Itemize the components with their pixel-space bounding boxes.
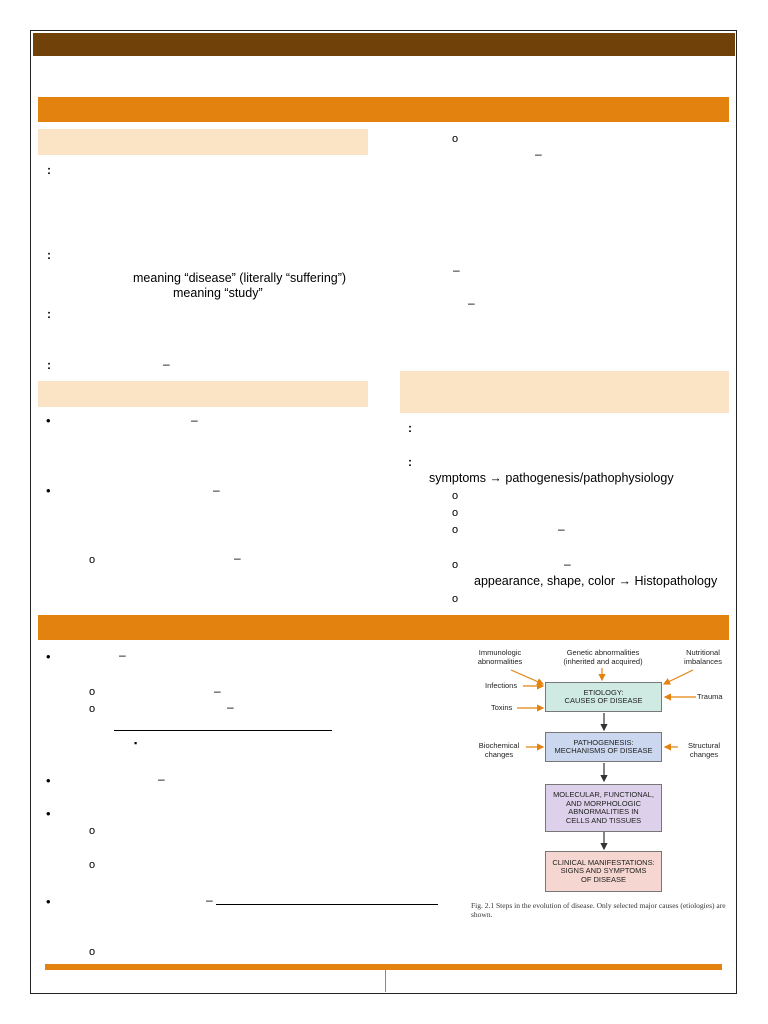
label-biochemical: Biochemical changes <box>478 741 520 759</box>
colon-marker: : <box>408 421 412 435</box>
ring-bullet-icon: o <box>452 507 459 519</box>
molecular-abnormalities-box: MOLECULAR, FUNCTIONAL, AND MORPHOLOGIC A… <box>545 784 662 832</box>
dash-mark: – <box>163 357 170 371</box>
molecular-box-text: MOLECULAR, FUNCTIONAL, AND MORPHOLOGIC A… <box>553 790 654 825</box>
colon-marker: : <box>47 163 51 177</box>
section-1-header-bar <box>38 97 729 122</box>
label-trauma: Trauma <box>697 692 723 701</box>
symptoms-pathogenesis-text: symptoms → pathogenesis/pathophysiology <box>429 471 674 485</box>
bullet-icon: • <box>46 894 51 909</box>
label-immunologic: Immunologic abnormalities <box>477 648 523 666</box>
colon-marker: : <box>47 248 51 262</box>
dash-mark: – <box>191 413 198 427</box>
dash-mark: – <box>213 483 220 497</box>
bullet-icon: • <box>46 413 51 428</box>
bullet-icon: • <box>46 773 51 788</box>
dash-mark: – <box>234 551 241 565</box>
ring-bullet-icon: o <box>452 559 459 571</box>
dash-mark: – <box>206 893 213 907</box>
section-2-header-bar <box>38 615 729 640</box>
meaning-disease-text: meaning “disease” (literally “suffering”… <box>133 271 347 285</box>
colon-marker: : <box>47 358 51 372</box>
label-structural: Structural changes <box>687 741 721 759</box>
figure-caption: Fig. 2.1 Steps in the evolution of disea… <box>471 901 726 919</box>
label-infections: Infections <box>485 681 518 690</box>
ring-bullet-icon: o <box>89 554 96 566</box>
ring-bullet-icon: o <box>89 686 96 698</box>
dash-mark: – <box>535 147 542 161</box>
dash-mark: – <box>468 296 475 310</box>
appearance-histopathology-text: appearance, shape, color → Histopatholog… <box>474 574 718 588</box>
etiology-box-text: ETIOLOGY: CAUSES OF DISEASE <box>564 687 643 705</box>
pathogenesis-box-text: PATHOGENESIS: MECHANISMS OF DISEASE <box>554 737 653 755</box>
colon-marker: : <box>47 307 51 321</box>
colon-marker: : <box>408 455 412 469</box>
meaning-study-text: meaning “study” <box>173 286 263 300</box>
bullet-icon: • <box>46 483 51 498</box>
figure-arrows <box>510 668 696 851</box>
dash-mark: – <box>227 700 234 714</box>
page-frame <box>30 30 737 994</box>
subsection-definitions-bar <box>38 129 368 155</box>
dash-mark: – <box>558 522 565 536</box>
etiology-box: ETIOLOGY: CAUSES OF DISEASE <box>545 682 662 712</box>
ring-bullet-icon: o <box>452 133 459 145</box>
underline-rule <box>216 904 438 905</box>
ring-bullet-icon: o <box>89 946 96 958</box>
pathogenesis-box: PATHOGENESIS: MECHANISMS OF DISEASE <box>545 732 662 762</box>
footer-bar <box>45 964 722 970</box>
ring-bullet-icon: o <box>452 524 459 536</box>
clinical-box-text: CLINICAL MANIFESTATIONS: SIGNS AND SYMPT… <box>552 857 655 884</box>
dash-mark: – <box>214 684 221 698</box>
ring-bullet-icon: o <box>452 490 459 502</box>
bullet-icon: • <box>46 649 51 664</box>
label-nutritional: Nutritional imbalances <box>684 648 722 666</box>
ring-bullet-icon: o <box>89 703 96 715</box>
subsection-3-bar <box>400 371 729 413</box>
subsection-2-bar <box>38 381 368 407</box>
top-title-bar <box>33 33 735 56</box>
square-bullet-icon: ▪ <box>134 738 138 748</box>
label-toxins: Toxins <box>491 703 513 712</box>
dash-mark: – <box>564 557 571 571</box>
ring-bullet-icon: o <box>452 593 459 605</box>
ring-bullet-icon: o <box>89 859 96 871</box>
label-genetic: Genetic abnormalities (inherited and acq… <box>563 648 643 666</box>
bullet-icon: • <box>46 806 51 821</box>
dash-mark: – <box>119 648 126 662</box>
underline-rule <box>114 730 332 731</box>
footer-divider <box>385 970 386 992</box>
disease-evolution-figure: Immunologic abnormalities Genetic abnorm… <box>471 642 729 934</box>
ring-bullet-icon: o <box>89 825 96 837</box>
clinical-manifestations-box: CLINICAL MANIFESTATIONS: SIGNS AND SYMPT… <box>545 851 662 892</box>
dash-mark: – <box>453 263 460 277</box>
dash-mark: – <box>158 772 165 786</box>
